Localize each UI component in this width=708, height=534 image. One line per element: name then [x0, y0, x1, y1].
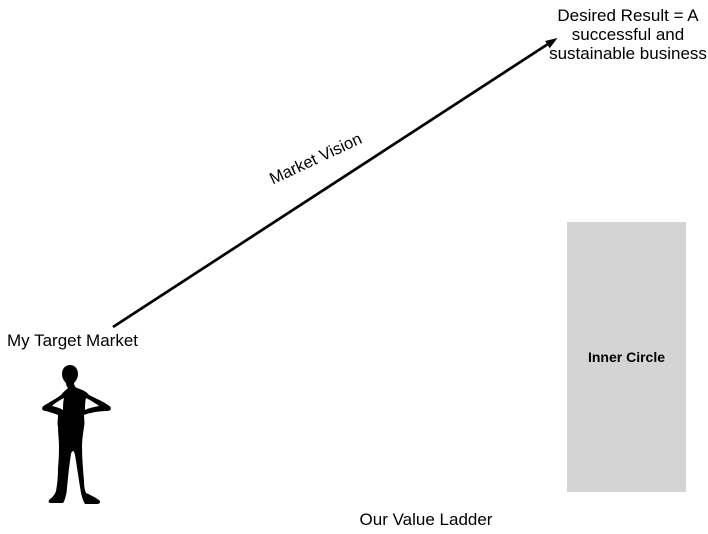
- my-target-market-label: My Target Market: [7, 331, 139, 350]
- woman-silhouette-icon: [42, 365, 111, 504]
- market-vision-label: Market Vision: [266, 129, 365, 189]
- inner-circle-label: Inner Circle: [587, 349, 666, 365]
- arrow-line: [112, 42, 549, 329]
- our-value-ladder-title: Our Value Ladder: [359, 510, 493, 529]
- desired-result-label: Desired Result = A successful and sustai…: [549, 6, 707, 63]
- inner-circle-box: Inner Circle: [567, 222, 686, 492]
